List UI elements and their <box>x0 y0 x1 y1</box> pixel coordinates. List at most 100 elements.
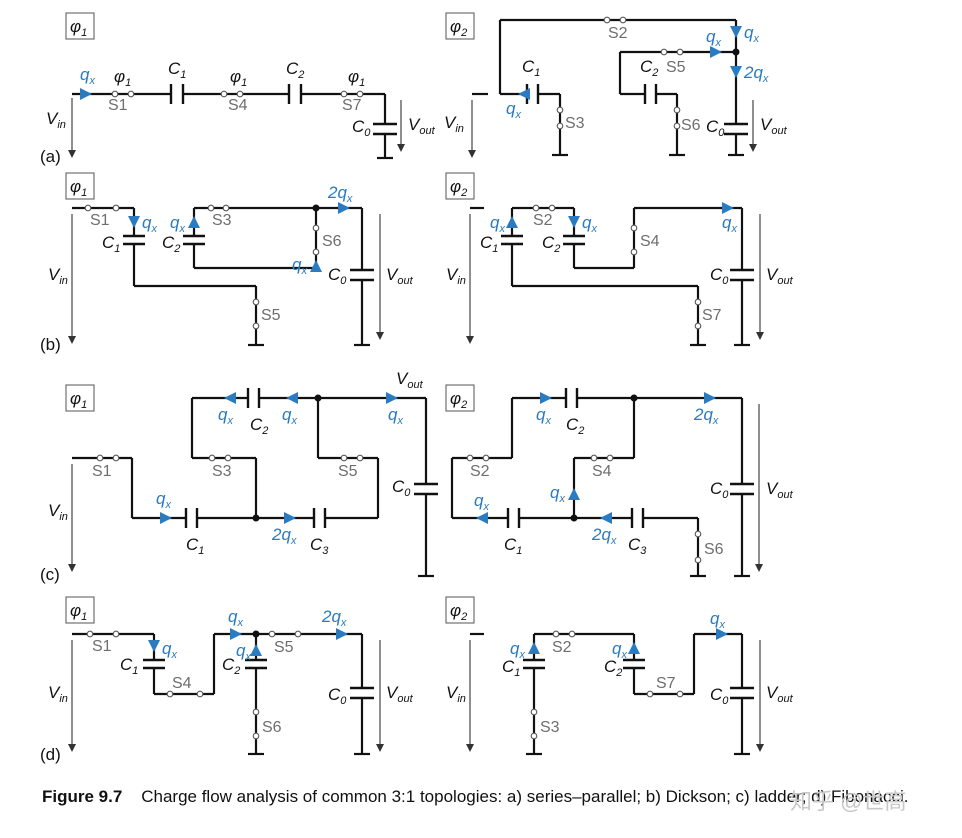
vin-label: Vin <box>446 265 466 287</box>
capacitor-label-c3: C3 <box>310 535 329 557</box>
vin-label: Vin <box>48 501 68 523</box>
row-a-phi2: φ2 S2 S5 S3 S6 <box>444 12 788 158</box>
charge-label: qx <box>550 483 565 505</box>
switch-contact <box>606 454 614 462</box>
figure-caption-text: Charge flow analysis of common 3:1 topol… <box>141 787 909 806</box>
charge-label: qx <box>710 609 725 631</box>
switch-label-s7: S7 <box>656 675 676 692</box>
switch-contact <box>196 690 204 698</box>
switch-label-s3: S3 <box>540 719 560 736</box>
switch-contact <box>208 454 216 462</box>
capacitor-label-c3: C3 <box>628 535 647 557</box>
switch-contact <box>112 630 120 638</box>
flow-arrow <box>188 216 200 228</box>
phase-label-phi2: φ2 <box>450 601 467 623</box>
switch-contact <box>694 556 702 564</box>
vin-label: Vin <box>48 683 68 705</box>
switch-contact <box>294 630 302 638</box>
switch-label-s4: S4 <box>592 463 612 480</box>
panel-label-b: (b) <box>40 335 61 354</box>
switch-contact <box>252 298 260 306</box>
switch-contact <box>207 204 215 212</box>
switch-label-s3: S3 <box>565 115 585 132</box>
charge-label: qx <box>506 99 521 121</box>
switch-label-s7: S7 <box>702 307 722 324</box>
capacitor-label-c2: C2 <box>250 415 268 437</box>
charge-label: qx <box>744 23 759 45</box>
phase-label-phi1: φ1 <box>70 17 87 39</box>
flow-arrow <box>716 628 728 640</box>
flow-arrow <box>80 88 92 100</box>
flow-arrow <box>528 642 540 654</box>
flow-arrow <box>250 644 262 656</box>
phase-box-phi1 <box>65 12 95 40</box>
switch-contact <box>252 322 260 330</box>
flow-arrow <box>224 392 236 404</box>
row-c-phi1: φ1 S1 S3 S5 <box>40 369 438 584</box>
charge-label: qx <box>490 213 505 235</box>
switch-label-s2: S2 <box>608 25 628 42</box>
phase-box-phi2 <box>445 384 475 412</box>
charge-label: qx <box>474 491 489 513</box>
topology-diagram: φ1 S1 S4 S7 φ1 φ1 φ1 qx C1 C2 C0 Vin Vou… <box>40 12 794 764</box>
switch-contact <box>127 90 135 98</box>
flow-arrow <box>506 216 518 228</box>
capacitor-label-c0: C0 <box>710 685 729 707</box>
figure-caption: Figure 9.7 Charge flow analysis of commo… <box>42 786 942 808</box>
charge-label: qx <box>80 65 95 87</box>
flow-arrow <box>518 88 530 100</box>
charge-label: 2qx <box>693 405 719 427</box>
phase-box-phi2 <box>445 12 475 40</box>
switch-contact <box>694 298 702 306</box>
flow-arrow <box>540 392 552 404</box>
switch-contact <box>619 16 627 24</box>
switch-contact <box>630 248 638 256</box>
charge-label: 2qx <box>321 607 347 629</box>
panel-label-d: (d) <box>40 745 61 764</box>
vout-label: Vout <box>766 683 794 705</box>
flow-arrow <box>710 46 722 58</box>
capacitor-label-c2: C2 <box>286 59 304 81</box>
panel-label-c: (c) <box>40 565 60 584</box>
phase-box-phi2 <box>445 172 475 200</box>
charge-label: qx <box>722 213 737 235</box>
switch-contact <box>556 122 564 130</box>
switch-label-s6: S6 <box>681 117 701 134</box>
capacitor-label-c0: C0 <box>392 477 411 499</box>
capacitor-label-c1: C1 <box>102 233 120 255</box>
capacitor-label-c0: C0 <box>710 479 729 501</box>
switch-label-s7: S7 <box>342 97 362 114</box>
capacitor-label-c2: C2 <box>162 233 180 255</box>
charge-label: 2qx <box>271 525 297 547</box>
flow-arrow <box>568 216 580 228</box>
switch-contact <box>312 248 320 256</box>
switch-contact <box>530 708 538 716</box>
phase-label-phi1: φ1 <box>70 601 87 623</box>
switch-label-s5: S5 <box>261 307 281 324</box>
row-d-phi1: φ1 S1 S4 S5 S6 qx qx <box>40 596 414 764</box>
switch-contact <box>340 454 348 462</box>
charge-label: qx <box>170 213 185 235</box>
switch-contact <box>673 106 681 114</box>
switch-contact <box>112 204 120 212</box>
vin-label: Vin <box>46 109 66 131</box>
flow-arrow <box>730 26 742 38</box>
charge-label: qx <box>388 405 403 427</box>
row-b-phi2: φ2 S2 S4 S7 qx qx qx <box>445 172 794 347</box>
row-b-phi1: φ1 S1 S3 S6 S5 <box>40 172 414 354</box>
switch-contact <box>166 690 174 698</box>
switch-contact <box>466 454 474 462</box>
flow-arrow <box>704 392 716 404</box>
flow-arrow <box>128 216 140 228</box>
phase-box-phi1 <box>65 384 95 412</box>
switch-contact <box>568 630 576 638</box>
capacitor-label-c1: C1 <box>504 535 522 557</box>
switch-contact <box>340 90 348 98</box>
flow-arrow <box>336 628 348 640</box>
switch-label-s1: S1 <box>108 97 128 114</box>
switch-contact <box>236 90 244 98</box>
row-d-phi2: φ2 S2 S7 S3 qx qx qx C1 C2 <box>445 596 794 756</box>
vout-label: Vout <box>408 115 436 137</box>
flow-arrow <box>476 512 488 524</box>
vin-label: Vin <box>48 265 68 287</box>
